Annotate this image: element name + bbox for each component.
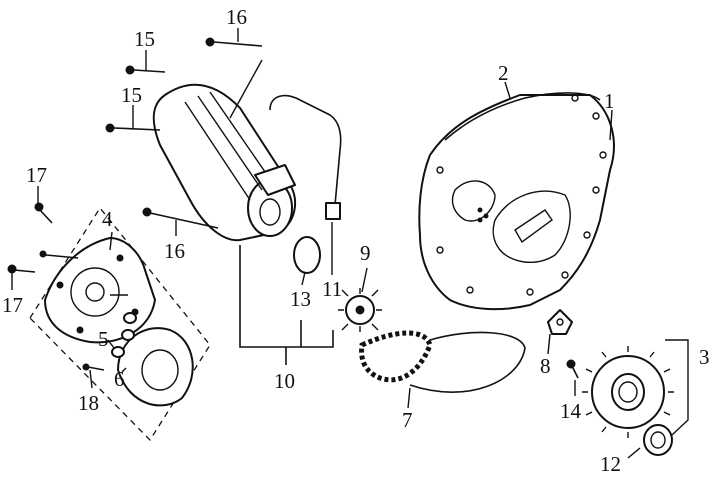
screw-18 — [82, 363, 105, 371]
callout-16-side: 16 — [164, 239, 185, 263]
leader-lines — [11, 28, 689, 459]
starter-bolt-16-side — [142, 207, 219, 229]
callout-12: 12 — [600, 452, 621, 476]
callout-17-upper: 17 — [26, 163, 47, 187]
chain-guide-bracket — [547, 309, 573, 335]
callout-14: 14 — [560, 399, 582, 423]
crankcase-cover — [418, 94, 615, 311]
starter-bolt-15-upper — [125, 65, 166, 75]
callout-10: 10 — [274, 369, 295, 393]
callout-15-upper: 15 — [134, 27, 155, 51]
callout-5: 5 — [98, 327, 109, 351]
starter-motor — [152, 83, 342, 242]
bolt-17-lower — [7, 264, 36, 274]
callout-11: 11 — [322, 277, 342, 301]
callout-16-top: 16 — [226, 5, 247, 29]
callout-8: 8 — [540, 354, 551, 378]
callout-9: 9 — [360, 241, 371, 265]
cover-gasket — [436, 92, 607, 296]
callout-3: 3 — [699, 345, 710, 369]
screw-14 — [566, 359, 579, 379]
starter-bolt-15-lower — [105, 123, 161, 133]
starter-bolt-16-top — [205, 37, 263, 119]
drive-sprocket — [582, 346, 674, 438]
o-ring — [293, 236, 321, 274]
callout-1: 1 — [604, 89, 615, 113]
callout-6: 6 — [114, 367, 125, 391]
callout-7: 7 — [402, 408, 413, 432]
callout-bracket-10 — [239, 245, 334, 365]
callout-15-lower: 15 — [121, 83, 142, 107]
bolt-17-rods — [39, 250, 79, 259]
callout-4: 4 — [102, 207, 113, 231]
callout-13: 13 — [290, 287, 311, 311]
drive-chain — [359, 330, 526, 393]
bolt-17-upper — [34, 202, 53, 224]
callout-18: 18 — [78, 391, 99, 415]
small-sprocket — [338, 288, 382, 332]
oil-seal — [643, 424, 673, 456]
callout-2: 2 — [498, 61, 509, 85]
small-parts-5 — [110, 294, 137, 358]
callout-17-lower: 17 — [2, 293, 23, 317]
